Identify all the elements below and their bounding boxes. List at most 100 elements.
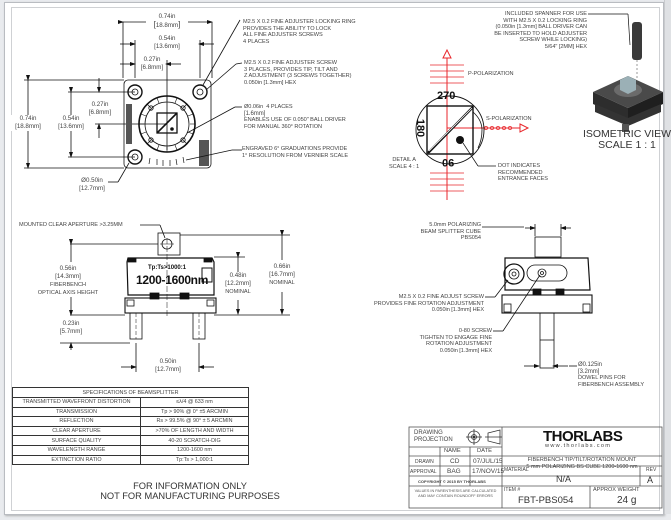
part-number-engraving bbox=[126, 104, 132, 144]
table-title: SPECIFICATIONS OF BEAMSPLITTER bbox=[12, 387, 249, 398]
scrollbar[interactable] bbox=[664, 0, 671, 514]
dim-half-height: 0.27in[6.8mm] bbox=[88, 101, 112, 116]
line: PROVIDES FINE ROTATION ADJUSTMENT bbox=[373, 300, 484, 307]
spec-label: SURFACE QUALITY bbox=[12, 435, 141, 446]
dim-value: 0.56in bbox=[59, 265, 77, 272]
dim-value: 0.74in bbox=[19, 115, 37, 122]
spec-label: WAVELENGTH RANGE bbox=[12, 444, 141, 456]
vernier-scale bbox=[148, 156, 185, 166]
spec-label: EXTINCTION RATIO bbox=[12, 454, 141, 466]
aperture-note: MOUNTED CLEAR APERTURE >3.25mm bbox=[19, 222, 123, 228]
dim-value: 0.54in bbox=[62, 115, 80, 122]
dim-half-width: 0.27in[6.8mm] bbox=[140, 56, 164, 71]
line: BE INSERTED TO HOLD ADJUSTER bbox=[494, 30, 587, 37]
line: ENGRAVED 6° GRADUATIONS PROVIDE bbox=[242, 146, 348, 152]
line: INCLUDED SPANNER FOR USE bbox=[505, 11, 587, 17]
dim-value: 0.74in bbox=[158, 13, 176, 20]
line: 3 PLACES, PROVIDES TIP, TILT AND bbox=[244, 66, 338, 73]
dim-value: Ø0.50in bbox=[81, 177, 103, 184]
dim-mm: 6.8mm bbox=[90, 109, 110, 116]
dim-value: 0.66in bbox=[273, 263, 291, 270]
spec-label: CLEAR APERTURE bbox=[12, 425, 141, 437]
weight-label: APPROX WEIGHT bbox=[593, 487, 640, 493]
dim-mm: 18.8mm bbox=[155, 22, 179, 29]
line: M2.5 X 0.2 FINE ADJUSTER LOCKING RING bbox=[243, 19, 356, 25]
cube-side bbox=[534, 236, 562, 258]
dim-value: Ø0.125in bbox=[578, 362, 602, 368]
line: Z ADJUSTMENT (3 SCREWS TOGETHER) bbox=[244, 73, 352, 80]
dim-hole-spacing-width: 0.54in[13.6mm] bbox=[154, 35, 180, 50]
line: M2.5 X 0.2 FINE ADJUST SCREW bbox=[398, 294, 484, 300]
line: SCREW WHILE LOCKING) bbox=[519, 37, 587, 44]
p-polarization-label: P-POLARIZATION bbox=[468, 71, 514, 77]
spec-value: ≤λ/4 @ 633 nm bbox=[140, 397, 249, 408]
line: FOR INFORMATION ONLY bbox=[133, 481, 247, 491]
website: www.thorlabs.com bbox=[545, 443, 612, 449]
detail-name: DETAIL A bbox=[392, 157, 416, 163]
dim-mm: 14.3mm bbox=[56, 273, 80, 280]
rev-label: REV bbox=[646, 467, 657, 473]
dim-mm: 12.2mm bbox=[226, 280, 250, 287]
thorlabs-logo: THORLABS bbox=[543, 428, 623, 445]
cube-top bbox=[156, 112, 178, 134]
front-view bbox=[60, 224, 290, 372]
beam-arrow-up bbox=[442, 48, 452, 59]
dim-overall-width: 0.74in[18.8mm] bbox=[152, 13, 182, 30]
specifications-table: SPECIFICATIONS OF BEAMSPLITTER TRANSMITT… bbox=[12, 387, 249, 466]
dim-metric: [18.8mm] bbox=[153, 20, 181, 30]
drawn-name: CD bbox=[450, 458, 460, 465]
line: (0.050in [1.3mm] BALL DRIVER CAN bbox=[495, 24, 588, 31]
screw-top-right bbox=[192, 84, 208, 100]
drawn-label: DRAWN bbox=[415, 459, 434, 465]
rotation-slot bbox=[526, 264, 568, 282]
dim-note: OPTICAL AXIS HEIGHT bbox=[37, 290, 99, 296]
dim-value: 0.23in bbox=[62, 320, 80, 327]
table-row: TRANSMITTED WAVEFRONT DISTORTION≤λ/4 @ 6… bbox=[12, 397, 249, 408]
dim-pin-spacing: 0.50in[12.7mm] bbox=[155, 358, 181, 373]
dim-mm: 5.7mm bbox=[61, 328, 81, 335]
line: 1° RESOLUTION FROM VERNIER SCALE bbox=[242, 152, 349, 159]
dim-note: FIBERBENCH bbox=[49, 282, 87, 288]
col-date-header: DATE bbox=[477, 448, 493, 454]
drawn-date: 07/JUL/15 bbox=[473, 458, 503, 465]
copyright: COPYRIGHT © 2015 BY THORLABS bbox=[418, 479, 486, 484]
engraving-range: 1200-1600nm bbox=[136, 273, 209, 287]
line: FOR MANUAL 360° ROTATION bbox=[244, 123, 323, 130]
dial-label-180: 180 bbox=[414, 118, 427, 138]
spec-value: 1200-1600 nm bbox=[140, 444, 249, 456]
scale: SCALE 1 : 1 bbox=[598, 139, 656, 151]
dial-label-90: 90 bbox=[442, 156, 455, 168]
dim-bolt-circle: Ø0.50in[12.7mm] bbox=[79, 177, 105, 192]
dial-label-270: 270 bbox=[437, 90, 456, 102]
line: Ø0.06in 4 PLACES bbox=[244, 104, 293, 110]
line: 5.0mm POLARIZING bbox=[429, 222, 481, 228]
table-header-row: SPECIFICATIONS OF BEAMSPLITTER bbox=[12, 387, 249, 398]
line: DOWEL PINS FOR bbox=[578, 375, 626, 382]
table-row: CLEAR APERTURE>70% OF LENGTH AND WIDTH bbox=[12, 425, 249, 437]
dim-hole-spacing-height: 0.54in[13.6mm] bbox=[53, 115, 89, 131]
engraving-ratio: Tp:Ts>1000:1 bbox=[148, 265, 187, 271]
line: NOT FOR MANUFACTURING PURPOSES bbox=[100, 491, 280, 501]
line: M2.5 X 0.2 FINE ADJUSTER SCREW bbox=[244, 60, 337, 66]
line: ROTATION ADJUSTMENT bbox=[426, 341, 492, 348]
line: ENTRANCE FACES bbox=[498, 176, 548, 183]
values-note: VALUES IN PARENTHESIS ARE CALCULATED AND… bbox=[414, 489, 497, 498]
dim-note: NOMINAL bbox=[269, 280, 295, 286]
line: 0.050in [1.3mm] HEX bbox=[439, 347, 492, 354]
title-block-grid bbox=[408, 426, 663, 509]
spec-label: TRANSMITTED WAVEFRONT DISTORTION bbox=[12, 397, 141, 408]
screw-top-left bbox=[127, 84, 143, 100]
dim-mm: 18.8mm bbox=[16, 123, 40, 130]
s-polarization-dots bbox=[484, 126, 512, 130]
dim-mm: 13.6mm bbox=[59, 123, 83, 130]
